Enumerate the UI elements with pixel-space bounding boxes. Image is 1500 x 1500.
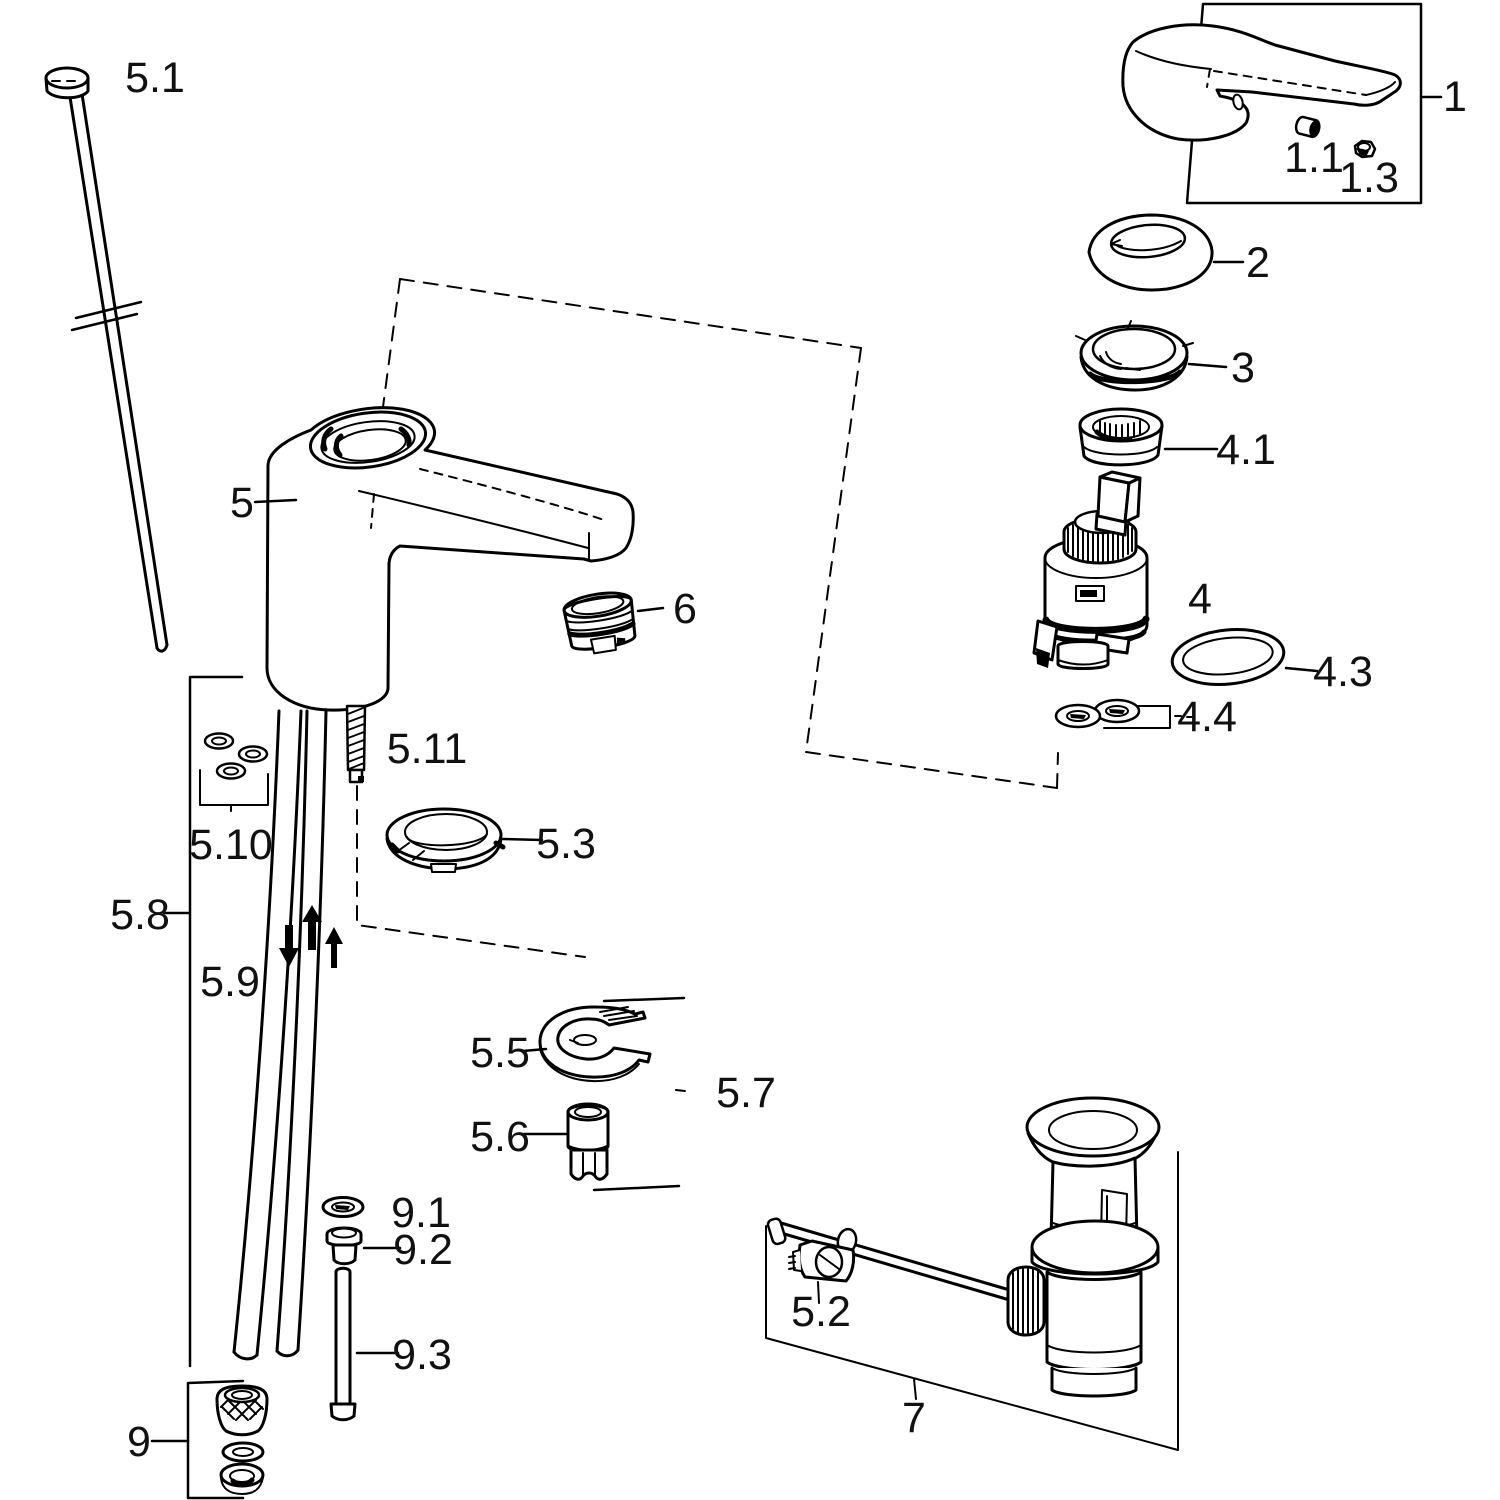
mounting-bolt-part bbox=[329, 1266, 400, 1422]
mounting-washer-ring-part bbox=[385, 807, 544, 873]
aerator-part bbox=[562, 591, 665, 655]
part-label-1-3: 1.3 bbox=[1339, 154, 1399, 202]
part-label-5-10: 5.10 bbox=[189, 821, 273, 869]
part-label-5-1: 5.1 bbox=[125, 54, 185, 102]
flow-direction-arrows bbox=[279, 905, 343, 968]
part-label-5-6: 5.6 bbox=[470, 1113, 530, 1161]
part-label-5-11: 5.11 bbox=[387, 725, 468, 773]
handle-part bbox=[1121, 23, 1402, 142]
drain-bushing-part bbox=[325, 1226, 402, 1266]
handle-sleeve-part bbox=[1294, 115, 1321, 138]
lift-rod-part bbox=[44, 66, 169, 653]
part-label-4-3: 4.3 bbox=[1313, 648, 1373, 696]
base-seal-washers-part bbox=[1054, 698, 1193, 729]
part-label-5: 5 bbox=[230, 479, 254, 527]
part-label-6: 6 bbox=[673, 585, 697, 633]
part-label-3: 3 bbox=[1231, 344, 1255, 392]
seal-washers-part bbox=[199, 732, 269, 812]
part-label-9-1: 9.1 bbox=[391, 1189, 451, 1237]
group-9-bracket bbox=[150, 1379, 245, 1500]
cartridge-part bbox=[1032, 470, 1150, 670]
part-label-9-2: 9.2 bbox=[393, 1226, 453, 1274]
drain-waste-part bbox=[1006, 1096, 1161, 1398]
part-label-1: 1 bbox=[1443, 73, 1467, 121]
rod-pivot-clevis-part bbox=[788, 1227, 858, 1304]
faucet-body-part bbox=[253, 406, 635, 712]
part-label-7: 7 bbox=[902, 1394, 926, 1442]
supply-hoses-part bbox=[232, 709, 328, 1361]
part-label-5-7: 5.7 bbox=[716, 1069, 776, 1117]
part-label-5-3: 5.3 bbox=[536, 820, 596, 868]
part-label-5-8: 5.8 bbox=[110, 891, 170, 939]
part-label-2: 2 bbox=[1246, 239, 1270, 287]
part-label-5-2: 5.2 bbox=[791, 1288, 851, 1336]
part-labels: 5.1 1 1.1 1.3 2 3 4.1 4 4.3 4.4 5 6 5.11… bbox=[110, 54, 1467, 1466]
cartridge-nut-part bbox=[1078, 407, 1219, 467]
stud-nut-part bbox=[522, 1102, 610, 1181]
drain-washer-part bbox=[321, 1196, 365, 1218]
part-label-9-3: 9.3 bbox=[392, 1331, 452, 1379]
handle-set-screw-part bbox=[1353, 139, 1377, 159]
group-5-8-bracket bbox=[162, 675, 244, 1368]
mounting-ring-part bbox=[1075, 320, 1228, 392]
group-5-7-bracket bbox=[592, 996, 686, 1192]
part-label-9: 9 bbox=[127, 1418, 151, 1466]
part-label-4: 4 bbox=[1188, 575, 1212, 623]
part-label-4-4: 4.4 bbox=[1177, 693, 1237, 741]
connection-stud-part bbox=[345, 704, 367, 784]
cartridge-oring-part bbox=[1170, 628, 1319, 686]
part-label-5-5: 5.5 bbox=[470, 1029, 530, 1077]
part-label-1-1: 1.1 bbox=[1284, 134, 1344, 182]
part-label-5-9: 5.9 bbox=[200, 958, 260, 1006]
drain-assembly-frame bbox=[765, 1151, 1179, 1451]
mounting-nut-set-part bbox=[215, 1384, 269, 1495]
cap-ring-part bbox=[1087, 213, 1245, 292]
service-wrench-part bbox=[521, 1005, 652, 1083]
part-label-4-1: 4.1 bbox=[1216, 426, 1276, 474]
